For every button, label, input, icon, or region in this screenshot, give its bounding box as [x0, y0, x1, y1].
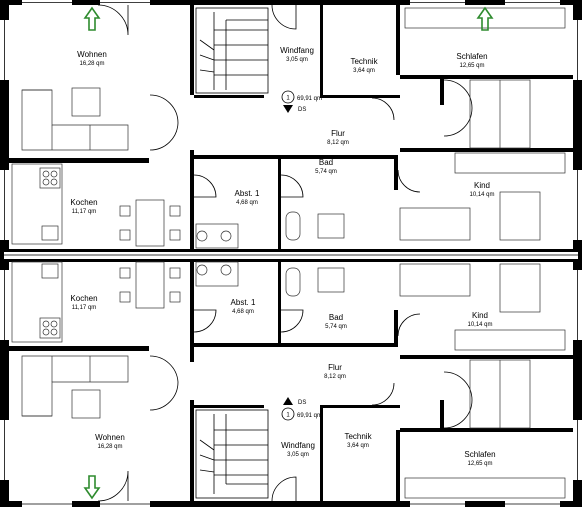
interior-walls-bottom: [9, 262, 573, 501]
room-name: Windfang: [281, 441, 315, 450]
room-area: 5,74 qm: [315, 169, 337, 175]
room-name: Kochen: [70, 294, 97, 303]
room-area: 12,65 qm: [459, 63, 484, 69]
room-area: 3,64 qm: [347, 443, 369, 449]
furniture-bottom: [11, 261, 566, 499]
room-area: 11,17 qm: [72, 209, 97, 215]
staircase-bottom: [195, 409, 269, 499]
room-name: Abst. 1: [231, 298, 256, 307]
unit-marker-bottom: DS 1 69,91 qm: [281, 397, 322, 421]
stair-direction-icon: [283, 397, 293, 405]
room-name: Wohnen: [77, 50, 107, 59]
room-name: Bad: [319, 158, 333, 167]
room-name: Schlafen: [456, 52, 487, 61]
unit-number: 1: [286, 96, 290, 102]
room-area: 3,05 qm: [287, 452, 309, 458]
staircase-top: [195, 7, 269, 94]
doors: [97, 4, 473, 502]
room-area: 5,74 qm: [325, 324, 347, 330]
room-area: 11,17 qm: [72, 305, 97, 311]
stair-label: DS: [298, 400, 306, 406]
room-name: Wohnen: [95, 433, 125, 442]
unit-total-area: 69,91 qm: [297, 96, 322, 102]
room-name: Kochen: [70, 198, 97, 207]
interior-walls-top: [9, 5, 573, 249]
room-name: Kind: [474, 181, 490, 190]
room-labels-top: Wohnen 16,28 qm Windfang 3,05 qm Technik…: [70, 46, 494, 215]
room-area: 8,12 qm: [327, 140, 349, 146]
stair-label: DS: [298, 107, 306, 113]
room-area: 4,68 qm: [232, 309, 254, 315]
room-name: Technik: [350, 57, 378, 66]
room-labels-bottom: Kochen 11,17 qm Abst. 1 4,68 qm Bad 5,74…: [70, 294, 495, 467]
unit-marker-top: 1 69,91 qm DS: [281, 90, 322, 113]
room-area: 8,12 qm: [324, 374, 346, 380]
room-area: 3,64 qm: [353, 68, 375, 74]
room-area: 3,05 qm: [286, 57, 308, 63]
room-area: 12,65 qm: [467, 461, 492, 467]
room-name: Abst. 1: [235, 189, 260, 198]
room-name: Technik: [344, 432, 372, 441]
room-name: Bad: [329, 313, 343, 322]
unit-total-area: 69,91 qm: [297, 413, 322, 419]
stair-direction-icon: [283, 105, 293, 113]
room-name: Schlafen: [464, 450, 495, 459]
room-area: 10,14 qm: [469, 192, 494, 198]
unit-number: 1: [286, 413, 290, 419]
room-name: Kind: [472, 311, 488, 320]
room-area: 10,14 qm: [467, 322, 492, 328]
room-area: 4,68 qm: [236, 200, 258, 206]
room-name: Flur: [331, 129, 345, 138]
room-area: 16,28 qm: [79, 61, 104, 67]
room-name: Flur: [328, 363, 342, 372]
room-name: Windfang: [280, 46, 314, 55]
room-area: 16,28 qm: [97, 444, 122, 450]
entry-arrow-icon: [83, 6, 494, 500]
